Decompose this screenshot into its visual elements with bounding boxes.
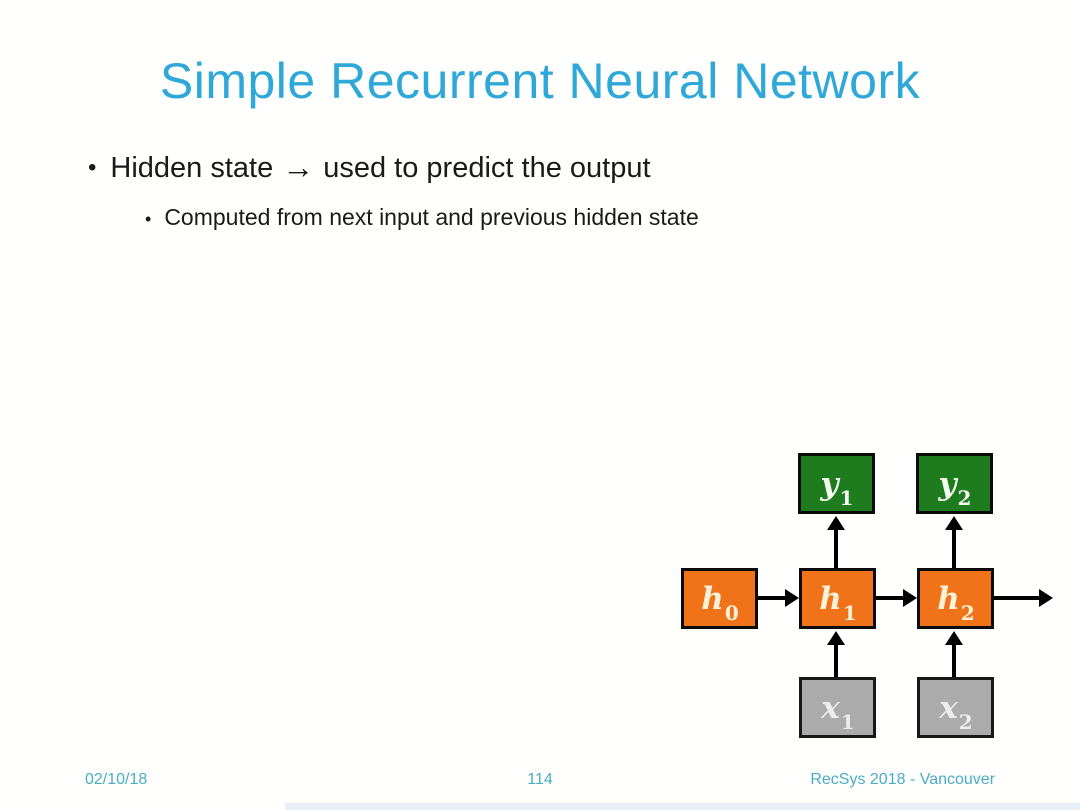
bullet-item-hidden-state: • Hidden state → used to predict the out… xyxy=(88,147,699,189)
arrow-x1-to-h1 xyxy=(827,631,845,677)
node-y2-label: y2 xyxy=(938,465,972,510)
slide-title: Simple Recurrent Neural Network xyxy=(159,53,921,109)
arrow-h2-to-out xyxy=(993,589,1053,607)
node-y1-label: y1 xyxy=(820,465,854,510)
node-h1-label: h1 xyxy=(819,580,857,625)
bullet-text-post: used to predict the output xyxy=(323,152,651,184)
node-h2-label: h2 xyxy=(937,580,975,625)
bullet-text-pre: Hidden state xyxy=(110,152,274,184)
sub-bullet-text: Computed from next input and previous hi… xyxy=(164,204,699,230)
node-h1: h1 xyxy=(799,568,876,629)
arrow-h2-to-y2 xyxy=(945,516,963,569)
footer-credit: RecSys 2018 - Vancouver xyxy=(810,771,996,788)
bullet-marker: • xyxy=(88,154,97,181)
sub-bullet-marker: • xyxy=(145,209,152,229)
node-h2: h2 xyxy=(917,568,994,629)
sub-bullet-item-computed: • Computed from next input and previous … xyxy=(145,202,699,234)
arrow-h1-to-y1 xyxy=(827,516,845,569)
node-x1: x1 xyxy=(799,677,876,738)
node-h0-label: h0 xyxy=(701,580,739,625)
footer-page-number: 114 xyxy=(527,771,553,788)
right-arrow-glyph: → xyxy=(282,149,315,185)
bottom-accent-bar xyxy=(285,803,1080,810)
slide-footer: 02/10/18 114 RecSys 2018 - Vancouver xyxy=(0,771,1080,789)
arrow-h1-to-h2 xyxy=(875,589,917,607)
node-x1-label: x1 xyxy=(821,689,855,734)
arrow-x2-to-h2 xyxy=(945,631,963,677)
node-y1: y1 xyxy=(798,453,875,514)
node-x2-label: x2 xyxy=(939,689,973,734)
node-x2: x2 xyxy=(917,677,994,738)
arrow-h0-to-h1 xyxy=(757,589,799,607)
node-y2: y2 xyxy=(916,453,993,514)
footer-date: 02/10/18 xyxy=(85,771,148,788)
bullet-list: • Hidden state → used to predict the out… xyxy=(88,147,699,234)
node-h0: h0 xyxy=(681,568,758,629)
